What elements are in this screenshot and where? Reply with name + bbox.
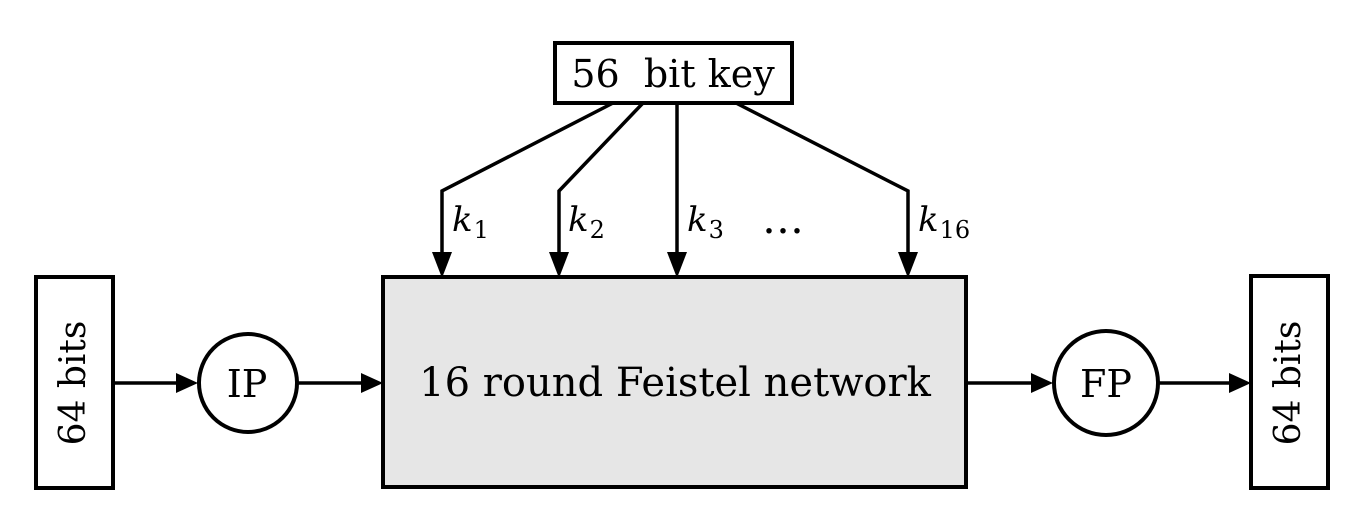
round-key-sub-k2: 2 [589,216,605,244]
round-key-sub-k1: 1 [473,216,489,244]
round-key-label-k2: k2 [568,200,605,242]
feistel-network-label: 16 round Feistel network [419,360,931,406]
key-box-label: 56 bit key [571,52,775,96]
round-key-base-k1: k [452,200,473,240]
input-bits-label: 64 bits [53,320,94,446]
input-bits-box [34,275,115,490]
round-key-base-k3: k [687,200,708,240]
output-bits-label: 64 bits [1268,320,1309,446]
key-box [553,41,794,105]
round-key-label-k16: k16 [918,200,970,242]
round-key-sub-k3: 3 [708,216,724,244]
ip-node-circle [197,332,299,434]
round-key-label-k1: k1 [452,200,489,242]
output-bits-box [1249,274,1330,490]
feistel-network-box [381,275,968,489]
round-key-sub-k16: 16 [939,216,971,244]
round-key-label-k3: k3 [687,200,724,242]
fp-node-circle [1052,329,1160,437]
round-key-arrow-line-k16 [735,101,910,256]
ip-node-label: IP [226,362,268,406]
round-key-arrow-line-k2 [557,101,645,256]
round-key-base-k2: k [568,200,589,240]
round-key-arrowhead-k16 [898,252,918,278]
round-key-ellipsis: … [762,194,810,243]
round-key-base-k16: k [918,200,939,240]
fp-node-label: FP [1080,362,1132,406]
round-key-arrowhead-k3 [667,252,687,278]
round-key-arrow-line-k1 [440,101,614,256]
round-key-arrowhead-k1 [432,252,452,278]
arrow-fp-to-output-head [1229,373,1251,393]
arrow-feistel-to-fp-head [1031,373,1053,393]
arrow-input-to-ip-head [176,373,198,393]
arrow-ip-to-feistel-head [361,373,383,393]
round-key-arrowhead-k2 [549,252,569,278]
